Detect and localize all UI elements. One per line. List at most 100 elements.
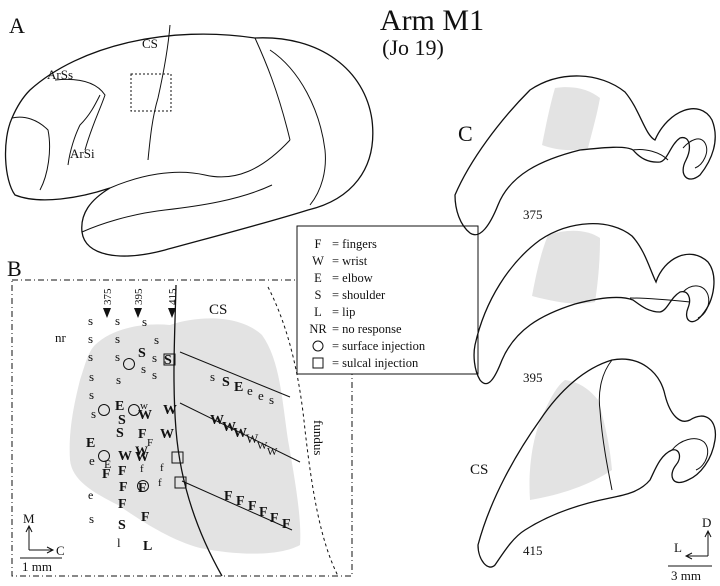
response-letter: s <box>115 313 120 328</box>
legend-text: = elbow <box>332 271 373 285</box>
arrow-left-icon <box>684 552 693 560</box>
track-letter: F <box>259 505 268 520</box>
track-letter: W <box>210 413 224 428</box>
sulcus-label-cs: CS <box>142 36 158 51</box>
surface-injection <box>137 480 149 492</box>
central-sulcus-line <box>147 24 171 161</box>
section-395-sulcus <box>629 297 691 303</box>
section-395: 395 <box>473 223 715 385</box>
response-letter: E <box>104 457 111 471</box>
response-letter: s <box>115 349 120 364</box>
section-number-395: 395 <box>133 288 145 305</box>
track-middle <box>179 402 301 463</box>
response-letter: S <box>118 518 126 533</box>
section-395-shade <box>532 230 600 304</box>
legend-square-icon <box>312 357 324 369</box>
orientation-caudal: C <box>56 543 65 558</box>
section-375-outline <box>454 75 716 236</box>
legend-text: = sulcal injection <box>332 356 419 370</box>
response-letter: E <box>115 399 124 414</box>
fundus-line <box>267 286 339 577</box>
section-markers: 375 395 415 <box>102 288 179 318</box>
response-letter: S <box>116 426 124 441</box>
surface-injection <box>98 450 110 462</box>
response-letter: F <box>147 437 153 449</box>
track-letter: F <box>270 511 279 526</box>
response-letter: s <box>89 369 94 384</box>
response-letter: W <box>118 449 132 464</box>
response-letter: s <box>88 349 93 364</box>
legend-symbol: E <box>314 271 322 285</box>
posterior-sulcus <box>254 37 291 141</box>
lunate-sulcus <box>269 49 326 206</box>
figure-title: Arm M1 <box>380 4 484 37</box>
orbital-edge <box>11 116 51 191</box>
sulcal-injection <box>163 353 176 366</box>
arcuate-sulcus-inferior <box>67 94 101 166</box>
legend-symbol: F <box>315 237 322 251</box>
orientation-lateral: L <box>674 540 682 555</box>
response-letter: W <box>135 443 148 458</box>
section-415-shade <box>529 380 612 500</box>
section-number-415: 415 <box>167 288 179 305</box>
section-375: 375 <box>454 75 716 236</box>
nr-label: nr <box>55 330 67 345</box>
response-letter: f <box>158 477 162 489</box>
temporal-lobe-curve <box>81 184 273 233</box>
injection-symbols <box>98 353 187 492</box>
legend-text: = lip <box>332 305 355 319</box>
track-letter: F <box>224 489 233 504</box>
response-letter: S <box>164 353 172 368</box>
section-375-number: 375 <box>523 207 543 222</box>
legend: F = fingers W = wrist E = elbow S = shou… <box>296 225 479 375</box>
response-letter: w <box>140 400 148 412</box>
legend-symbol: L <box>314 305 322 319</box>
track-letter: e <box>247 383 253 398</box>
orientation-medial: M <box>23 511 35 526</box>
response-letter: S <box>138 346 146 361</box>
track-lower <box>181 480 293 531</box>
section-395-inner-fold <box>682 285 710 319</box>
track-letter: F <box>282 517 291 532</box>
arrow-right-icon <box>46 546 55 554</box>
legend-text: = no response <box>332 322 402 336</box>
legend-box <box>296 225 479 375</box>
section-415-outline <box>477 358 717 568</box>
section-arrow-415 <box>168 308 176 318</box>
sulcal-injection <box>174 476 187 489</box>
panel-b-orientation: M C 1 mm <box>20 511 65 574</box>
section-375-sulcus <box>632 149 669 161</box>
response-letter: s <box>91 406 96 421</box>
response-letter: F <box>138 427 147 442</box>
response-letter: l <box>117 535 121 550</box>
section-375-inner-fold <box>682 138 708 169</box>
region-of-interest-box <box>130 73 172 112</box>
response-letter: s <box>88 313 93 328</box>
response-letter: s <box>115 331 120 346</box>
scale-label: 1 mm <box>22 559 52 574</box>
sulcus-label-arss: ArSs <box>47 67 73 82</box>
response-letter: F <box>102 467 111 482</box>
response-letter: s <box>152 350 157 365</box>
response-letter: W <box>135 450 149 465</box>
track-letter: F <box>248 499 257 514</box>
track-letter: W <box>222 420 236 435</box>
section-375-shade <box>542 87 600 151</box>
arrow-up-icon <box>704 529 712 538</box>
panel-c-orientation: D L 3 mm <box>668 515 712 583</box>
cs-lip-line <box>173 284 223 577</box>
response-letter: s <box>116 372 121 387</box>
response-letter: s <box>89 511 94 526</box>
legend-symbol: NR <box>309 322 327 336</box>
surface-injection <box>98 404 110 416</box>
arrow-up-icon <box>25 524 33 533</box>
panel-c: C 375 395 CS 415 D <box>454 75 717 583</box>
response-letter: e <box>88 488 93 502</box>
section-395-number: 395 <box>523 370 543 385</box>
track-letter: s <box>210 369 215 384</box>
section-415-inner-fold <box>671 438 709 471</box>
track-upper <box>179 351 291 398</box>
track-letter: W <box>257 440 268 452</box>
panel-a-label: A <box>9 13 25 38</box>
